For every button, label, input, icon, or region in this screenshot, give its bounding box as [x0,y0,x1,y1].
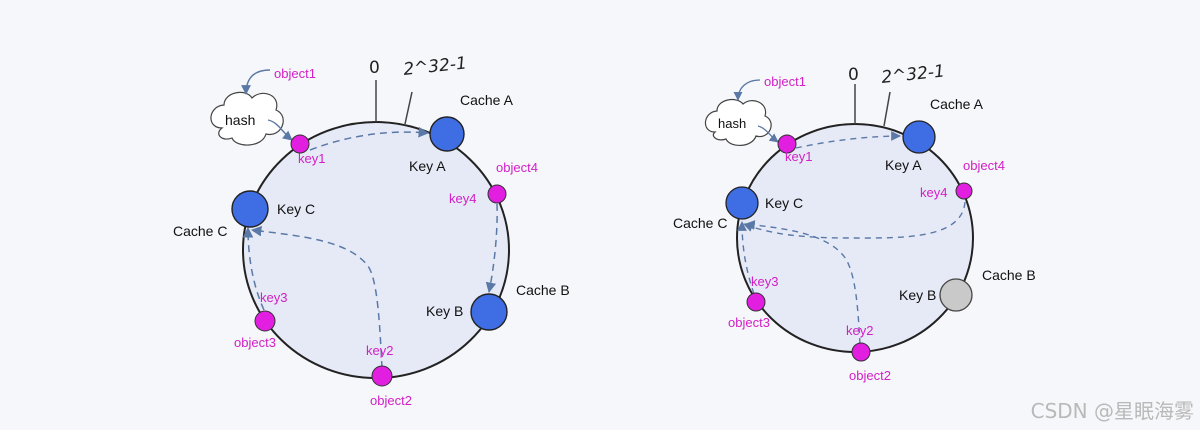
left-cache-c-label: Cache C [173,223,227,239]
left-key2-to-cache-c-arrow [250,225,383,369]
right-key3-to-cache-c-arrow [737,221,755,295]
right-key1-node [777,134,797,154]
left-key2-label: key2 [366,343,393,358]
left-key-b-label: Key B [426,303,463,319]
right-cache-c-label: Cache C [673,215,727,231]
left-cache-a-label: Cache A [460,92,514,108]
left-key3-node [254,310,276,332]
right-hash-label: hash [718,116,746,131]
left-key-a-label: Key A [409,158,446,174]
left-max-tick [404,91,413,125]
right-cache-a-node [902,120,936,154]
right-key1-label: key1 [785,149,812,164]
right-cache-b-label: Cache B [982,267,1036,283]
right-key1-to-cache-a-arrow [795,131,901,149]
left-key1-node [290,134,310,154]
right-zero-label: 0 [848,65,859,85]
right-key-b-label: Key B [899,287,936,303]
left-key3-label: key3 [260,290,287,305]
right-object2-label: object2 [849,368,891,383]
left-cache-b-label: Cache B [516,282,570,298]
right-key2-node [851,342,871,362]
right-hash-to-key1-arrow [757,125,779,143]
left-hash-to-key1-arrow [267,119,293,141]
left-cache-a-node [429,116,465,152]
left-hash-cloud-icon [210,91,284,146]
right-cache-c-node [725,186,759,220]
right-key3-node [746,292,766,312]
right-key4-node [955,182,973,200]
left-object1-label: object1 [274,66,316,81]
right-max-label: 2^32-1 [880,61,945,88]
right-hash-ring-diagram: 0 2^32-1 hash object1 Cache A Key A Cach… [673,61,1036,383]
left-key4-node [487,184,507,204]
left-key4-label: key4 [449,191,476,206]
right-key3-label: key3 [751,274,778,289]
right-key2-label: key2 [846,323,873,338]
right-object1-to-hash-arrow [733,79,761,101]
right-key-c-label: Key C [765,195,803,211]
right-key2-to-cache-c-arrow [745,220,861,345]
left-hash-label: hash [225,112,255,128]
left-hash-ring-diagram: 0 2^32-1 hash object1 Cache A Key A Cach… [173,53,570,408]
left-key1-label: key1 [298,151,325,166]
right-object4-label: object4 [963,158,1005,173]
right-object1-label: object1 [764,74,806,89]
left-object4-label: object4 [496,160,538,175]
left-key3-to-cache-c-arrow [242,226,265,311]
left-key1-to-cache-a-arrow [309,126,430,151]
left-cache-c-node [231,190,269,228]
left-object3-label: object3 [234,335,276,350]
right-cache-b-node-removed [939,278,973,312]
right-key4-label: key4 [920,185,947,200]
csdn-watermark: CSDN @星眠海雾 [1030,399,1194,423]
right-max-tick [883,91,891,127]
left-key2-node [371,365,393,387]
left-object1-to-hash-arrow [241,69,271,95]
left-key-c-label: Key C [277,201,315,217]
left-zero-label: 0 [369,58,380,78]
right-key4-to-cache-c-arrow [743,201,966,239]
right-cache-a-label: Cache A [930,96,984,112]
right-key-a-label: Key A [885,157,922,173]
left-hash-ring [242,121,510,379]
right-object3-label: object3 [728,315,770,330]
left-cache-b-node [470,293,508,331]
right-hash-cloud-icon [704,98,772,146]
left-object2-label: object2 [370,393,412,408]
left-max-label: 2^32-1 [402,53,467,80]
